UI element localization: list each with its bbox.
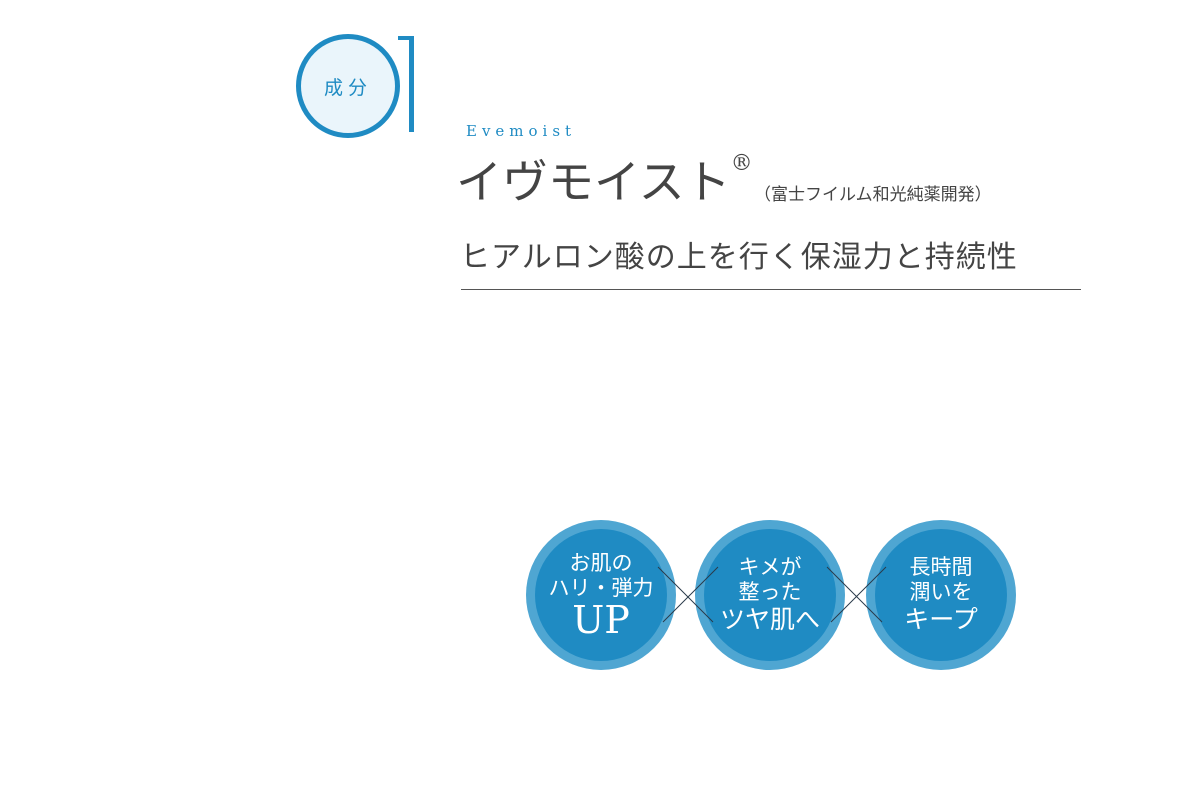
product-english-name: Evemoist [466, 122, 577, 140]
benefit-line: 整った [738, 580, 802, 604]
benefit-line: キメが [738, 554, 802, 579]
registered-mark: ® [730, 151, 753, 176]
product-name-text: イヴモイスト [456, 155, 731, 209]
cross-line [657, 566, 714, 623]
benefit-line: お肌の [569, 550, 633, 575]
developer-note: （富士フイルム和光純薬開発） [754, 185, 992, 205]
benefit-circle-texture: キメが 整った ツヤ肌へ [695, 520, 845, 670]
product-name: イヴモイスト® [456, 146, 753, 212]
benefit-circle-firmness: お肌の ハリ・弾力 UP [526, 520, 676, 670]
benefit-circle-moisture: 長時間 潤いを キープ [866, 520, 1016, 670]
number-one-bracket [398, 36, 414, 132]
benefit-line: ツヤ肌へ [719, 605, 820, 635]
benefit-line: 潤いを [909, 580, 973, 604]
cross-line [830, 566, 887, 623]
benefit-line: UP [572, 598, 630, 643]
tagline: ヒアルロン酸の上を行く保湿力と持続性 [460, 240, 1018, 275]
benefit-line: ハリ・弾力 [548, 576, 654, 600]
benefit-line: 長時間 [909, 554, 973, 579]
cross-line [662, 566, 719, 623]
benefit-line: キープ [904, 605, 978, 635]
badge-label: 成分 [323, 76, 372, 99]
cross-line [826, 566, 883, 623]
divider [461, 289, 1081, 290]
ingredient-badge: 成分 [296, 34, 400, 138]
